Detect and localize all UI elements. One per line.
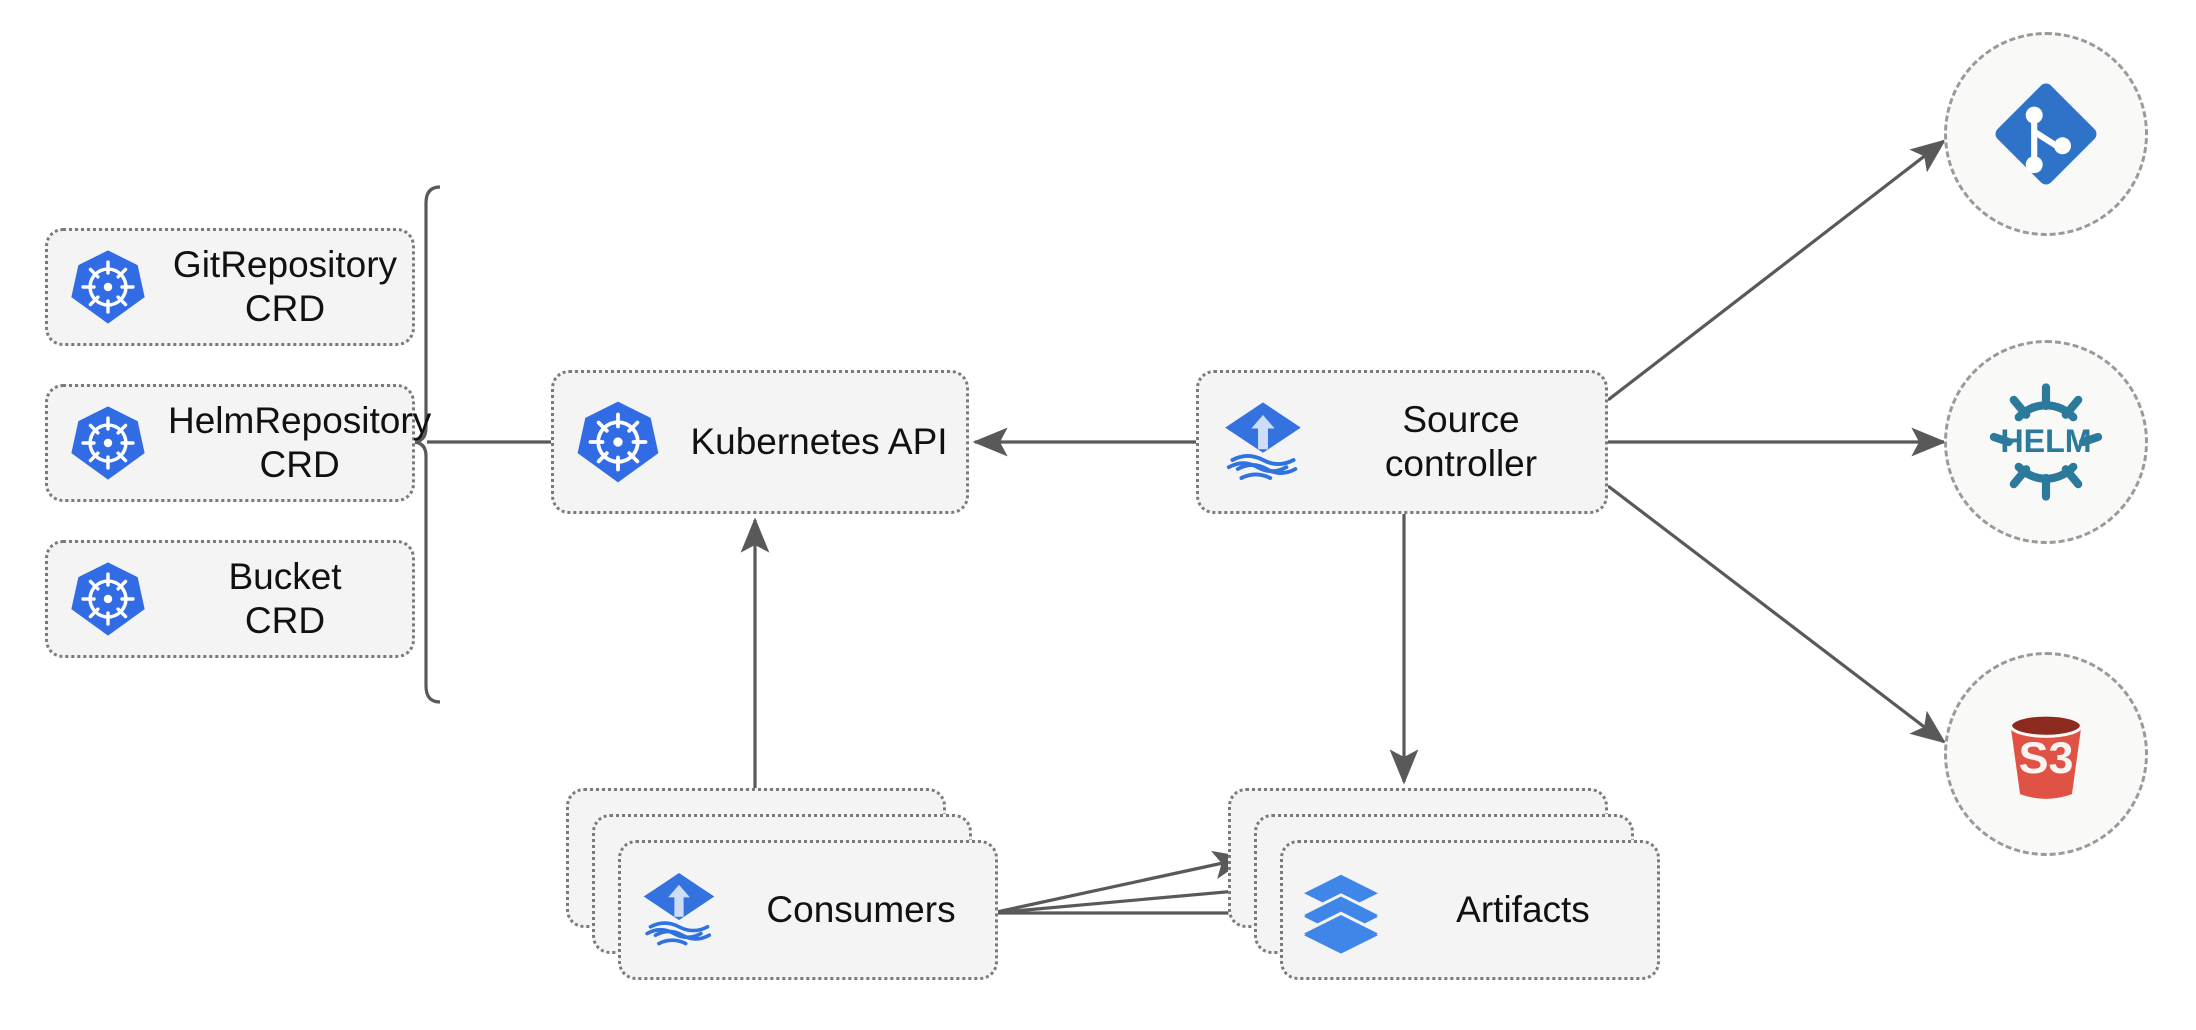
helm-icon: HELM (1984, 380, 2108, 504)
flux-icon (1199, 397, 1327, 487)
kubernetes-api-node[interactable]: Kubernetes API (551, 370, 969, 514)
consumers-label: Consumers (766, 889, 956, 931)
helm-wordmark: HELM (2000, 423, 2091, 459)
s3-bucket-icon: S3 (1987, 695, 2105, 813)
kubernetes-api-label: Kubernetes API (690, 421, 948, 463)
edge-controller-to-git (1607, 139, 1947, 402)
artifacts-stack: Artifacts (1228, 788, 1668, 988)
kubernetes-icon (48, 560, 168, 638)
kubernetes-icon (554, 399, 682, 485)
kubernetes-icon (48, 404, 168, 482)
consumers-stack: Consumers (566, 788, 1006, 988)
artifacts-node[interactable]: Artifacts (1280, 840, 1660, 980)
layers-icon (1283, 868, 1399, 954)
consumers-node[interactable]: Consumers (618, 840, 998, 980)
git-source-circle[interactable] (1944, 32, 2148, 236)
edge-controller-to-s3 (1607, 484, 1947, 744)
s3-source-circle[interactable]: S3 (1944, 652, 2148, 856)
edge-consumers-to-artifacts-1 (991, 850, 1249, 915)
flux-icon (621, 868, 737, 952)
kubernetes-icon (48, 248, 168, 326)
git-icon (1987, 75, 2105, 193)
artifacts-label: Artifacts (1456, 889, 1590, 931)
s3-wordmark: S3 (2019, 732, 2074, 783)
helm-source-circle[interactable]: HELM (1944, 340, 2148, 544)
